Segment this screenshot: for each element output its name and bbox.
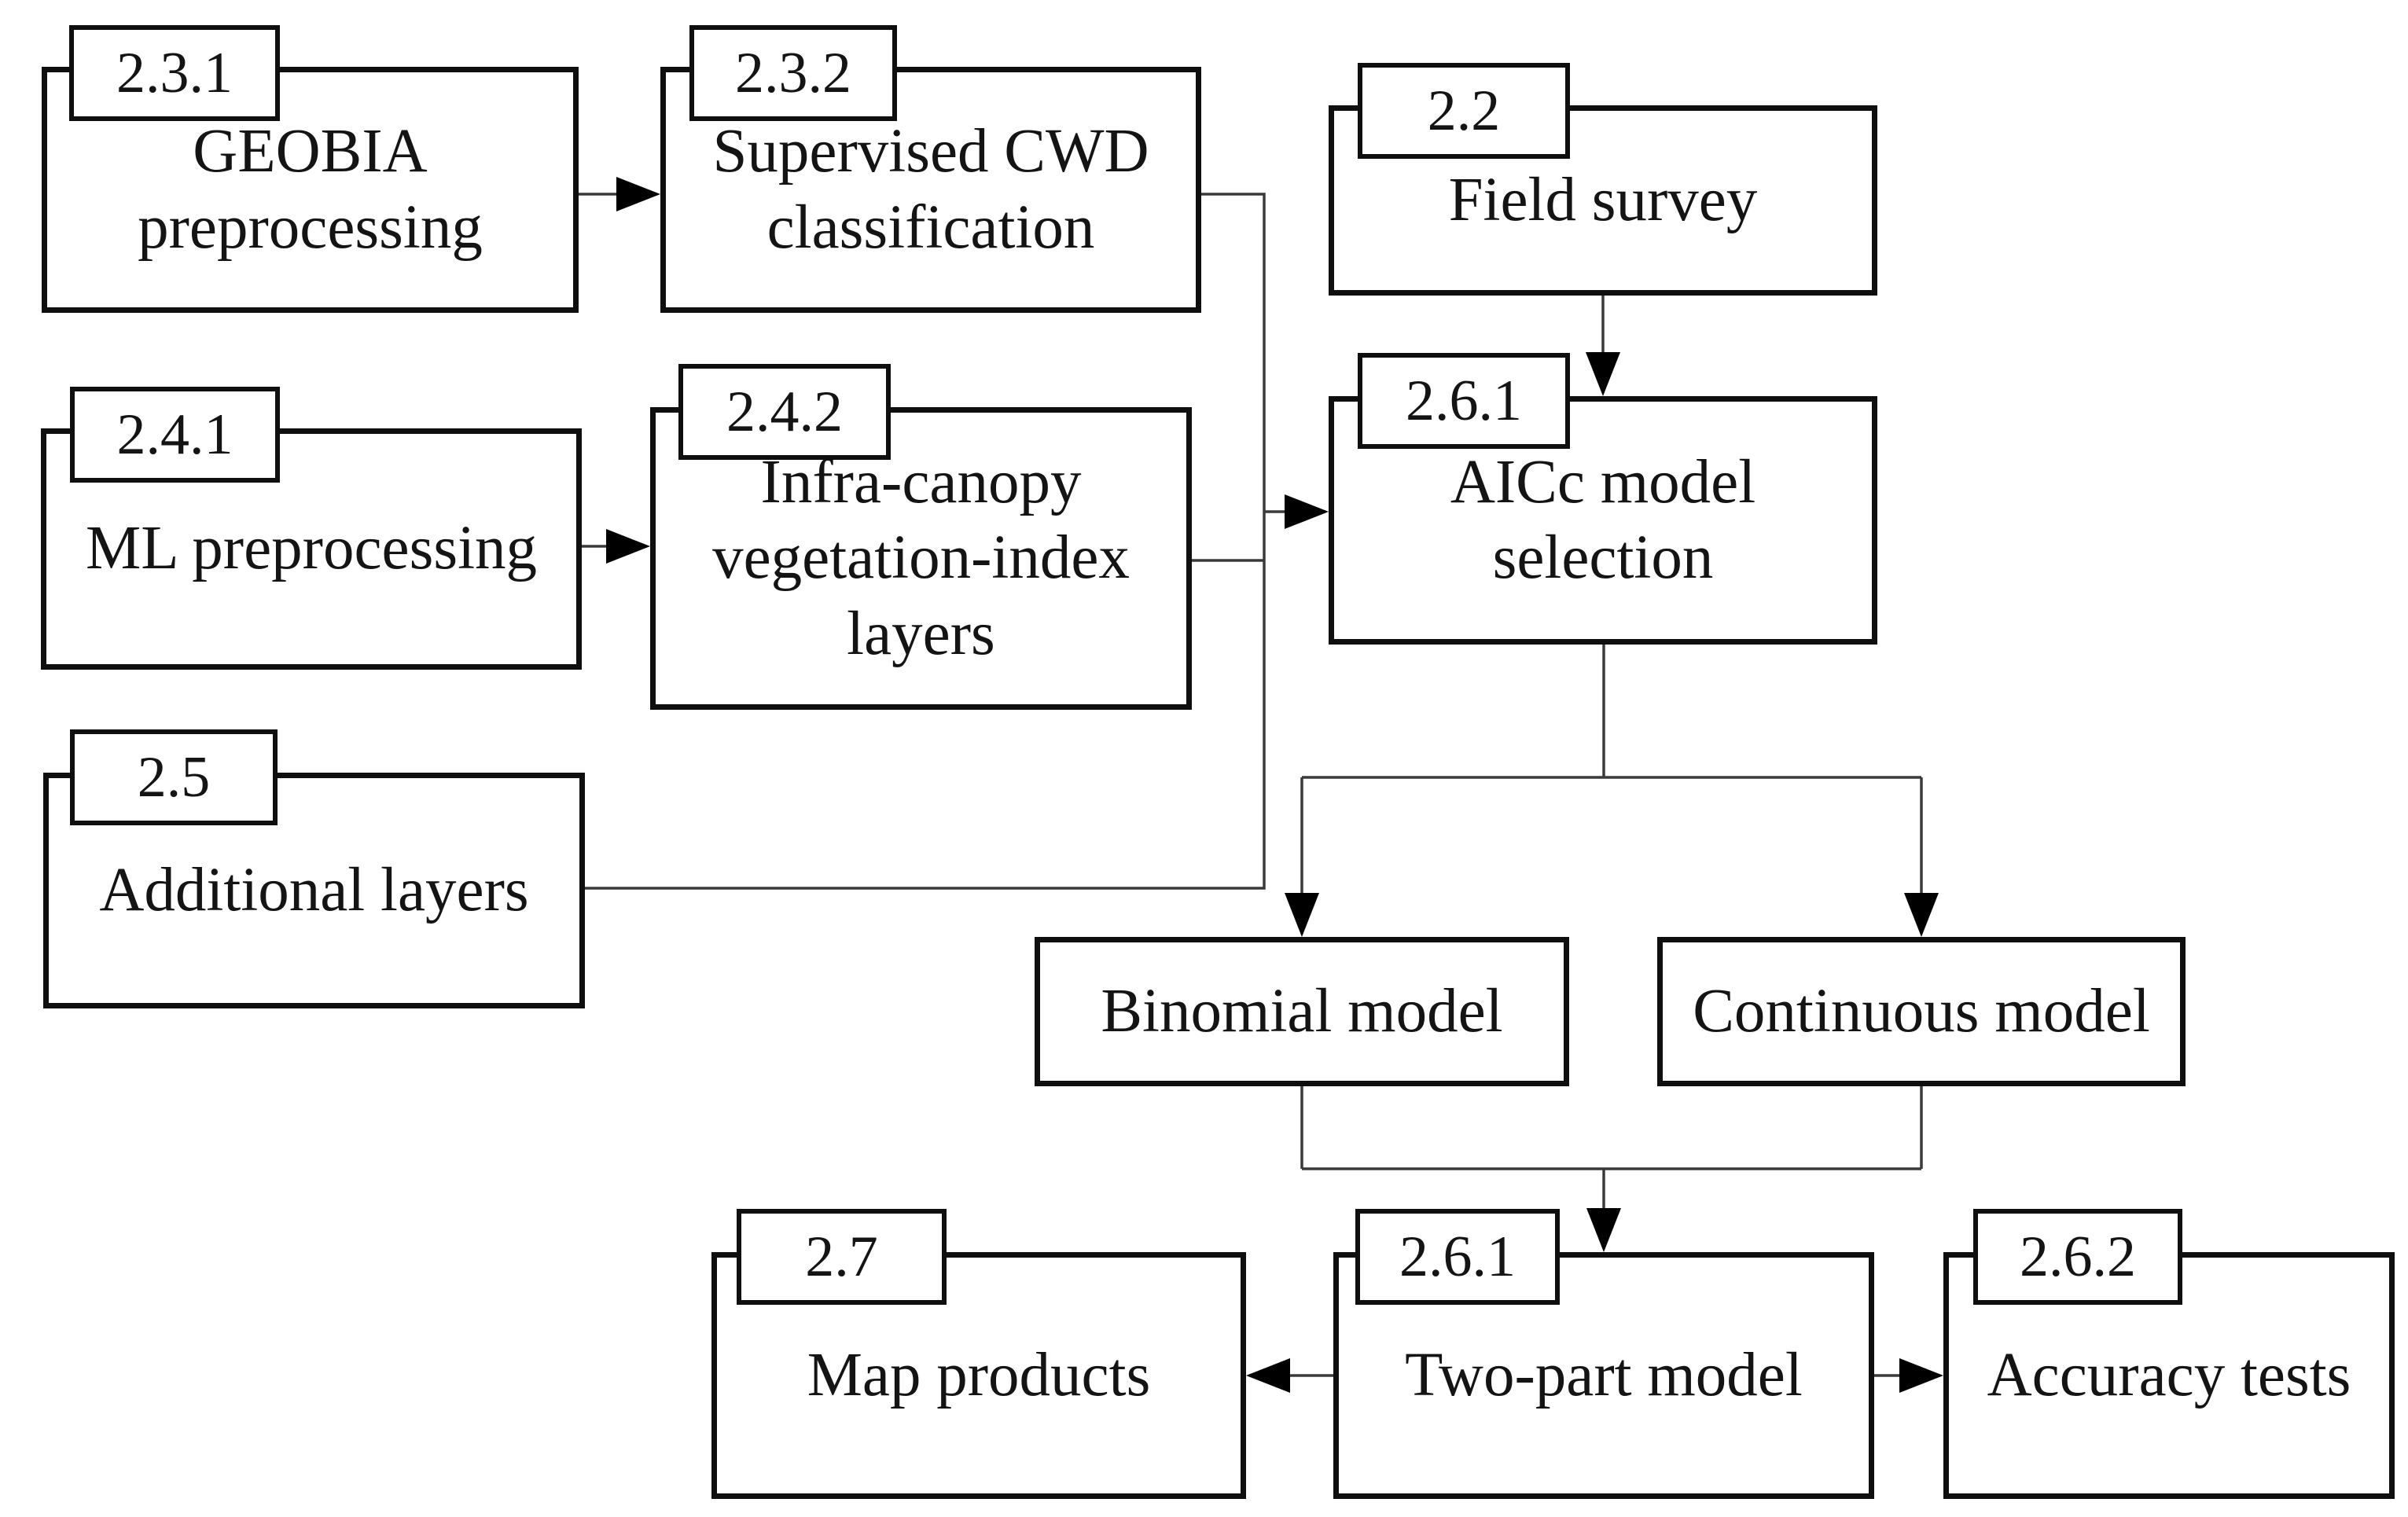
section-number: 2.5 — [137, 744, 211, 810]
section-number: 2.2 — [1427, 78, 1501, 143]
node-label-line: ML preprocessing — [85, 514, 538, 583]
section-number: 2.3.1 — [116, 40, 233, 105]
node-label-line: Two-part model — [1405, 1340, 1803, 1409]
node-label-line: preprocessing — [138, 193, 483, 262]
node-label-line: classification — [767, 193, 1095, 262]
section-number: 2.4.2 — [726, 379, 843, 444]
node-label-line: Binomial model — [1101, 976, 1503, 1045]
section-number-tab: 2.5 — [70, 729, 278, 825]
node-label-line: Field survey — [1448, 165, 1758, 234]
section-number-tab: 2.4.2 — [678, 364, 891, 460]
node-label-line: GEOBIA — [193, 117, 428, 186]
section-number-tab: 2.7 — [737, 1209, 947, 1305]
node-label-line: vegetation-index — [712, 523, 1130, 593]
section-number: 2.4.1 — [116, 402, 233, 467]
node-label-line: Additional layers — [99, 855, 529, 924]
node-label-line: Accuracy tests — [1987, 1340, 2351, 1409]
section-number-tab: 2.3.2 — [689, 25, 897, 121]
node-label-line: Supervised CWD — [712, 117, 1149, 186]
section-number-tab: 2.6.1 — [1358, 353, 1570, 449]
section-number: 2.7 — [805, 1224, 878, 1289]
node-label-line: AICc model — [1450, 447, 1756, 516]
section-number-tab: 2.6.2 — [1973, 1209, 2182, 1305]
section-number-tab: 2.2 — [1358, 63, 1570, 159]
edge-group — [579, 177, 1943, 1393]
node-label-line: Continuous model — [1693, 976, 2150, 1045]
node-label-line: layers — [847, 599, 995, 668]
node-label-line: Map products — [807, 1340, 1151, 1409]
section-number-tab: 2.4.1 — [70, 387, 280, 483]
edge-cwd-collector-additional — [585, 193, 1266, 890]
section-number: 2.3.2 — [735, 40, 851, 105]
section-number: 2.6.2 — [2020, 1224, 2136, 1289]
node-box: Continuous model — [1657, 937, 2186, 1086]
section-number: 2.6.1 — [1399, 1224, 1516, 1289]
section-number-tab: 2.3.1 — [69, 25, 280, 121]
section-number: 2.6.1 — [1406, 368, 1522, 433]
node-label-line: selection — [1492, 523, 1714, 592]
section-number-tab: 2.6.1 — [1355, 1209, 1560, 1305]
node-box: Binomial model — [1035, 937, 1569, 1086]
